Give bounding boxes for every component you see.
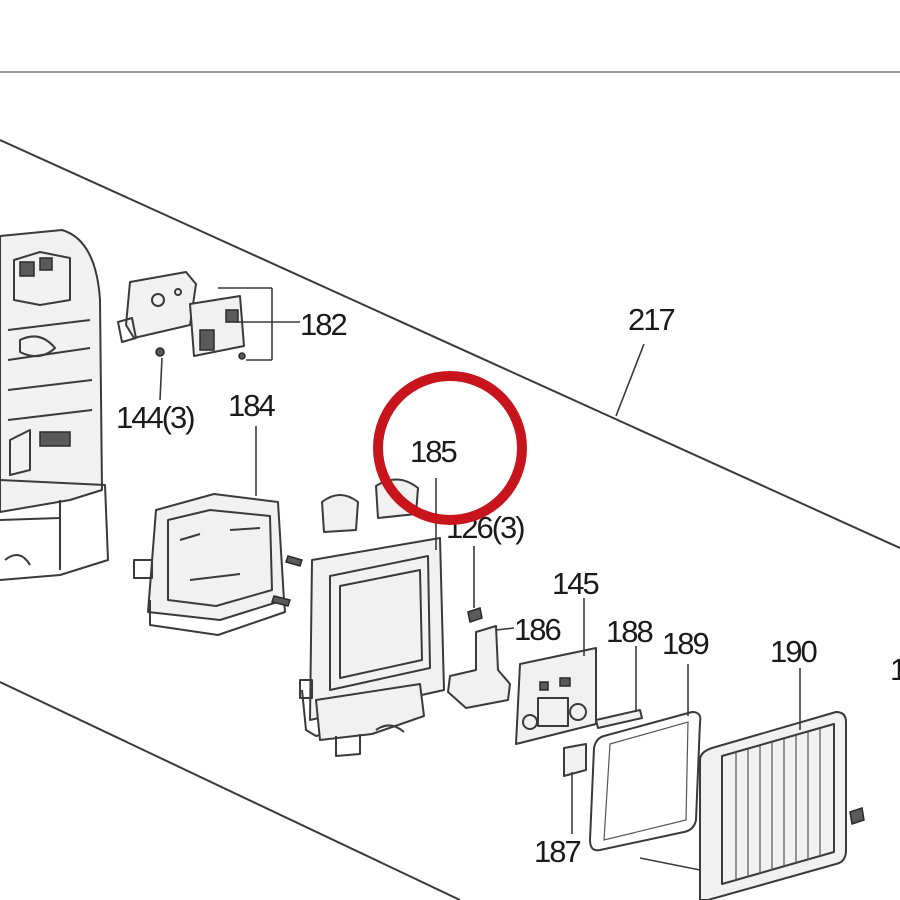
callout-189: 189: [662, 626, 708, 661]
callout-188: 188: [606, 614, 652, 649]
highlight-circle: [373, 371, 527, 525]
screw-144: [155, 347, 165, 401]
callout-184: 184: [228, 388, 275, 423]
main-housing-part: [0, 229, 109, 581]
part-187-pad: [563, 743, 587, 834]
part-188-strip: [595, 646, 643, 729]
callout-145: 145: [552, 566, 598, 601]
callout-186: 186: [514, 612, 560, 647]
leader-217: [615, 343, 645, 417]
callout-217: 217: [628, 302, 674, 337]
part-190-heatsink: [699, 668, 865, 900]
callout-190: 190: [770, 634, 817, 669]
part-182-bracket: [117, 271, 300, 361]
leader-187-to-heatsink: [639, 857, 701, 871]
callout-edge: 1: [890, 652, 900, 687]
callout-187: 187: [534, 834, 580, 869]
part-189-gasket: [589, 664, 702, 852]
callout-182: 182: [300, 307, 346, 342]
assembly-boundary: [0, 139, 900, 900]
part-186-bracket: [447, 625, 515, 709]
callout-144: 144(3): [116, 400, 194, 435]
part-184-frame: [133, 426, 303, 636]
callout-185: 185: [410, 434, 456, 469]
screw-126: [467, 546, 483, 623]
